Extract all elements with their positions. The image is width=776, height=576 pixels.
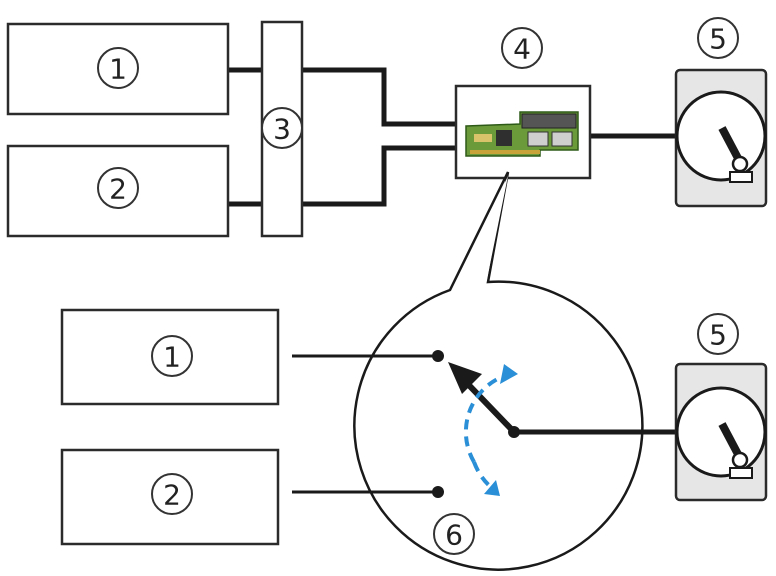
label-disk-top: 5 xyxy=(697,17,739,59)
svg-text:2: 2 xyxy=(109,173,127,206)
label-splitter: 3 xyxy=(261,107,303,149)
contact-point-2 xyxy=(432,486,444,498)
svg-text:3: 3 xyxy=(273,113,291,146)
label-switch-board: 4 xyxy=(501,27,543,69)
label-source-2-top: 2 xyxy=(97,167,139,209)
label-disk-bottom: 5 xyxy=(697,313,739,355)
callout-tail-fill xyxy=(452,176,508,292)
hard-disk-icon xyxy=(674,362,768,502)
svg-text:5: 5 xyxy=(709,23,727,56)
contact-point-1 xyxy=(432,350,444,362)
svg-text:6: 6 xyxy=(445,519,463,552)
switch-direction-arrows xyxy=(463,364,518,496)
wire-splitter-top-to-board xyxy=(302,67,458,127)
label-switch-detail: 6 xyxy=(433,513,475,555)
rotary-switch-icon xyxy=(448,362,678,438)
svg-text:2: 2 xyxy=(163,479,181,512)
label-source-1-top: 1 xyxy=(97,47,139,89)
svg-text:1: 1 xyxy=(109,53,127,86)
circuit-board-icon xyxy=(465,111,579,157)
label-source-1-bottom: 1 xyxy=(151,335,193,377)
svg-text:1: 1 xyxy=(163,341,181,374)
svg-text:5: 5 xyxy=(709,319,727,352)
svg-text:4: 4 xyxy=(513,33,531,66)
callout-bubble xyxy=(353,171,644,571)
wire-splitter-bottom-to-board xyxy=(302,145,458,207)
hard-disk-icon xyxy=(674,68,768,208)
label-source-2-bottom: 2 xyxy=(151,473,193,515)
